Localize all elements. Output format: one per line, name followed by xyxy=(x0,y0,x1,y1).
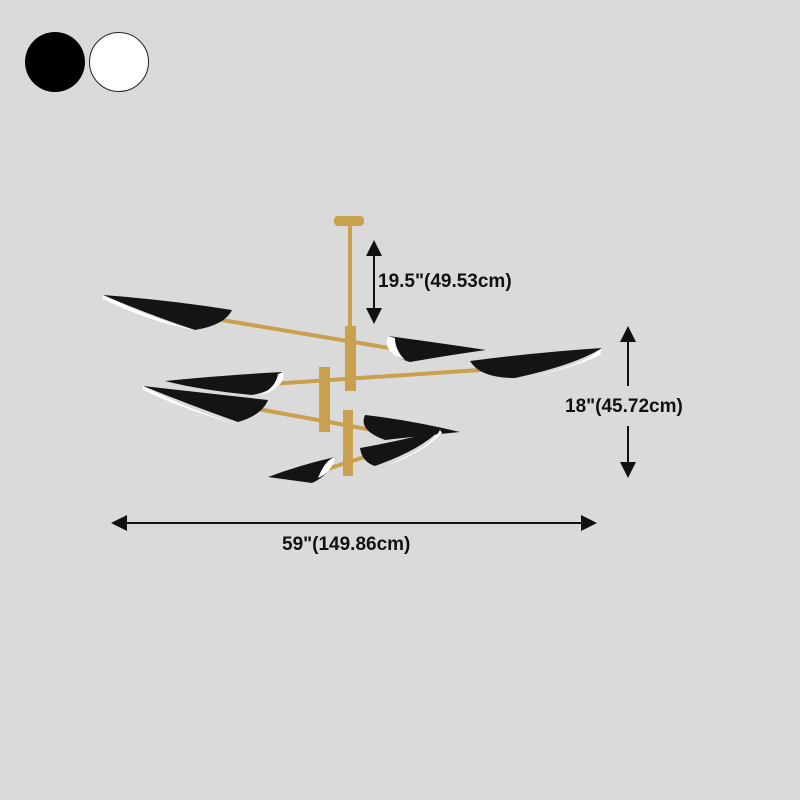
shade-4 xyxy=(165,372,283,395)
brass-frame xyxy=(209,216,496,476)
shade-2 xyxy=(387,336,486,362)
arm-top xyxy=(209,316,396,351)
width-label: 59"(149.86cm) xyxy=(282,534,411,555)
shade-5 xyxy=(143,386,268,422)
shade-3 xyxy=(470,348,602,378)
color-swatch-black[interactable] xyxy=(25,32,85,92)
shades xyxy=(103,295,602,483)
arm-lower xyxy=(257,407,373,432)
shade-6 xyxy=(363,415,460,440)
hub-top xyxy=(345,326,356,391)
shade-7 xyxy=(360,430,440,466)
hub-lower xyxy=(343,410,353,476)
color-swatch-white[interactable] xyxy=(89,32,149,92)
shade-8 xyxy=(268,457,335,483)
canopy xyxy=(334,216,364,226)
dimension-arrows xyxy=(111,240,636,531)
arm-middle xyxy=(269,367,496,386)
total-height-label: 18"(45.72cm) xyxy=(565,396,683,417)
hub-middle xyxy=(319,367,330,432)
rod-height-label: 19.5"(49.53cm) xyxy=(378,271,512,292)
shade-1 xyxy=(103,295,232,330)
